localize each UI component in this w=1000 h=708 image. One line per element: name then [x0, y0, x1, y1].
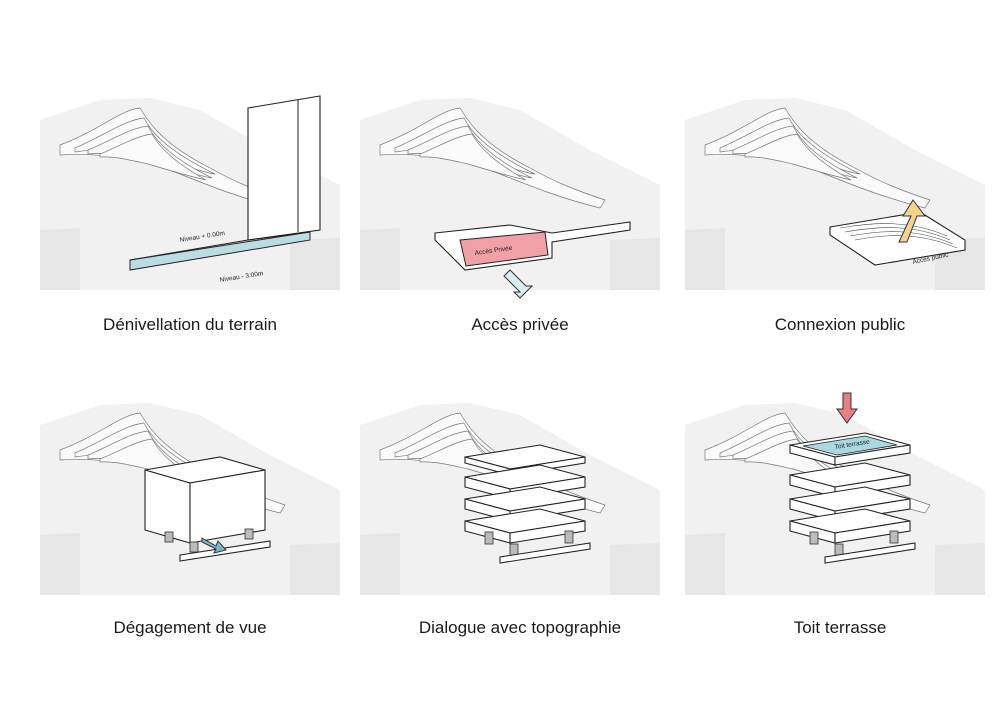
panel-denivellation: Niveau + 0.00m Niveau - 3.00m: [39, 90, 341, 291]
wall-block: [247, 95, 321, 241]
caption-denivellation: Dénivellation du terrain: [103, 315, 277, 334]
arrow-down-right-icon: [201, 537, 227, 554]
caption-dialogue-topographie: Dialogue avec topographie: [418, 618, 622, 637]
private-access-zone: [459, 231, 549, 267]
private-access-diagram: Accès Privée: [359, 97, 661, 299]
caption-degagement-vue: Dégagement de vue: [113, 618, 267, 637]
caption-toit-terrasse: Toit terrasse: [793, 618, 887, 637]
panel-connexion-public: Accès public: [684, 90, 986, 291]
caption-acces-privee: Accès privée: [471, 315, 569, 334]
public-connection-diagram: Accès public: [684, 97, 986, 291]
stacked-slabs: [464, 444, 586, 544]
view-clearance-diagram: [39, 402, 341, 596]
panel-acces-privee: Accès Privée: [359, 90, 661, 299]
water-level-strip: [129, 231, 311, 271]
roof-terrace-pool: [802, 435, 898, 456]
arrow-icon: [503, 269, 534, 299]
roof-terrace-diagram: Toit terrasse: [684, 392, 986, 596]
terrain-level-diagram: Niveau + 0.00m Niveau - 3.00m: [39, 95, 341, 291]
arrow-down-icon: [836, 392, 858, 424]
panel-degagement-vue: [39, 395, 341, 596]
stacked-slabs: Toit terrasse: [789, 432, 911, 544]
panel-dialogue-topographie: [359, 395, 661, 596]
arrow-up-icon: [898, 199, 926, 243]
caption-connexion-public: Connexion public: [774, 315, 906, 334]
topography-dialogue-diagram: [359, 402, 661, 596]
panel-toit-terrasse: Toit terrasse: [684, 392, 986, 596]
